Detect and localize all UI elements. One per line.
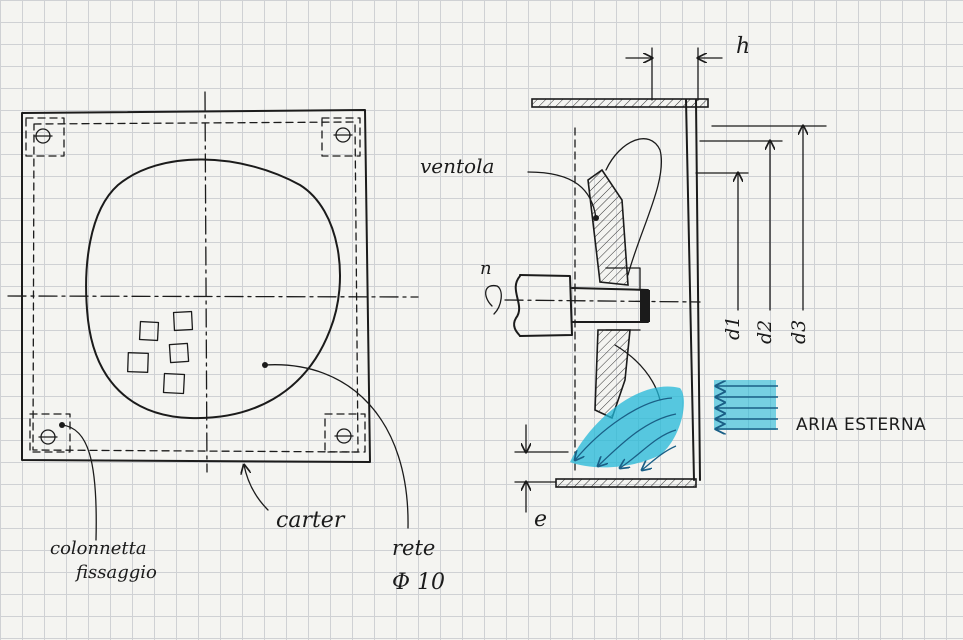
blade-outline [605,138,662,276]
airflow-arrows [575,397,677,470]
leader-carter [244,465,269,511]
dimension-d [695,126,827,311]
horizontal-centerline [7,295,419,298]
top-wall [531,98,709,108]
front-view [7,91,419,541]
label-ventola: ventola [420,154,495,178]
airflow-region [570,386,684,468]
fan-opening [85,158,341,420]
bottom-wall [555,478,697,488]
carter-inner-dashed [32,121,359,453]
label-e: e [534,507,548,532]
side-section [485,47,827,513]
label-d1: d1 [722,315,744,340]
mesh-square [127,352,149,373]
label-colonnetta: colonnetta [50,538,147,559]
label-rete: rete [392,536,436,560]
carter-outline [21,109,371,463]
mesh-square [172,310,194,332]
external-air-arrows [714,380,778,430]
leader-rete [264,364,409,529]
rotation-arrow [485,284,502,315]
corner-mount-bottom-left [29,413,71,453]
leader-colonnetta [61,424,97,541]
label-d3: d3 [788,319,810,344]
shaft [571,287,649,323]
leader-ventola [527,171,597,219]
label-n: n [480,258,492,279]
motor-hub [519,274,573,337]
label-fissaggio: fissaggio [76,562,157,583]
mesh-square [168,342,190,364]
label-rete-dim: Φ 10 [392,570,446,595]
corner-mount-bottom-right [324,413,366,453]
vertical-centerline [204,91,208,473]
corner-mount-top-left [25,117,65,157]
dimension-e [514,424,569,513]
dimension-h [625,47,723,101]
fan-blade-upper [587,168,629,286]
label-carter: carter [276,508,345,533]
label-d2: d2 [754,319,776,344]
corner-mount-top-right [321,117,361,157]
mesh-square [138,320,160,342]
label-h: h [736,34,751,59]
label-aria-esterna: ARIA ESTERNA [796,415,927,435]
mesh-square [162,372,186,395]
